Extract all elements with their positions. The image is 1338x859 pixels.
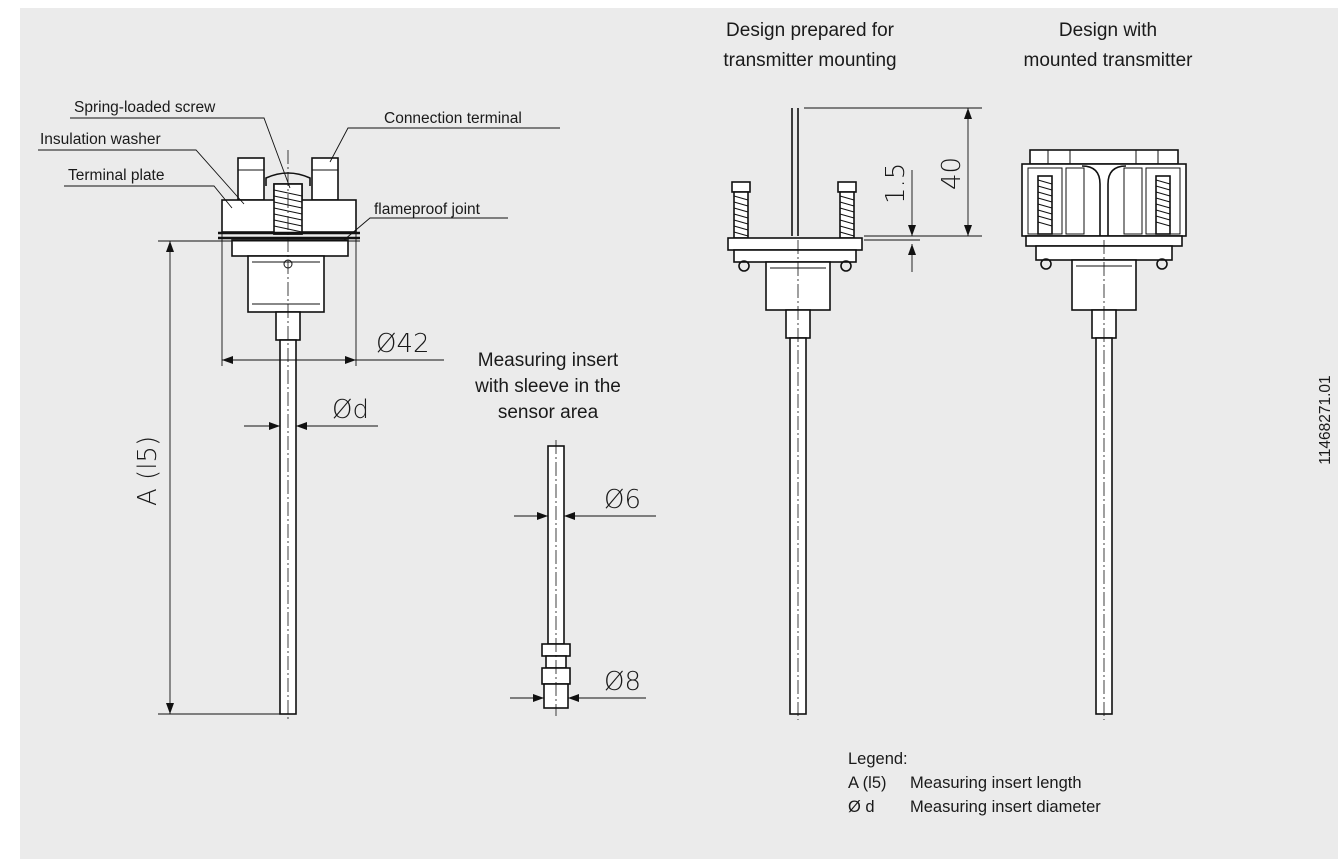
terminal-post-left [237,157,265,201]
dim-d6: Ø6 [604,485,641,515]
dimension-d8 [510,694,646,702]
dim-1-5: 1.5 [881,163,911,204]
title-insert-line-2: with sleeve in the [474,376,621,397]
design-with-mounted-transmitter [1021,149,1187,720]
dimension-a-l5 [158,240,360,715]
dim-d8: Ø8 [604,667,641,697]
title-insert-line-3: sensor area [498,402,599,423]
legend-symbol-d: Ø d [848,798,875,816]
dimension-d6 [514,512,656,520]
insert-with-terminal-head [218,150,360,720]
label-insulation-washer: Insulation washer [40,131,161,148]
title-mounted-line-1: Design with [1059,20,1157,41]
drawing-number: 11468271.01 [1317,375,1334,464]
legend-text-length: Measuring insert length [910,774,1082,792]
legend: Legend: A (l5) Measuring insert length Ø… [848,750,1101,816]
callout-leaders-left [38,117,560,241]
legend-title: Legend: [848,750,908,768]
title-insert-line-1: Measuring insert [478,350,619,371]
label-flameproof-joint: flameproof joint [374,201,481,218]
dim-40: 40 [937,157,967,190]
dimension-dd [244,422,378,430]
dim-d42: Ø42 [376,329,430,359]
label-terminal-plate: Terminal plate [68,167,165,184]
dimension-d42 [221,234,444,366]
label-spring-loaded-screw: Spring-loaded screw [74,99,216,116]
title-prepared-line-1: Design prepared for [726,20,895,41]
terminal-post-right [311,157,339,201]
title-prepared-line-2: transmitter mounting [723,50,896,71]
dimension-1-5 [864,170,920,272]
legend-text-diameter: Measuring insert diameter [910,798,1101,816]
title-mounted-line-2: mounted transmitter [1024,50,1194,71]
dim-a-l5: A (l5) [133,436,163,506]
dim-dd: Ød [332,395,369,425]
design-prepared-for-transmitter [727,108,863,720]
dimension-40 [804,107,982,237]
insert-with-sleeve [541,440,571,716]
label-connection-terminal: Connection terminal [384,110,522,127]
legend-symbol-a-l5: A (l5) [848,774,887,792]
